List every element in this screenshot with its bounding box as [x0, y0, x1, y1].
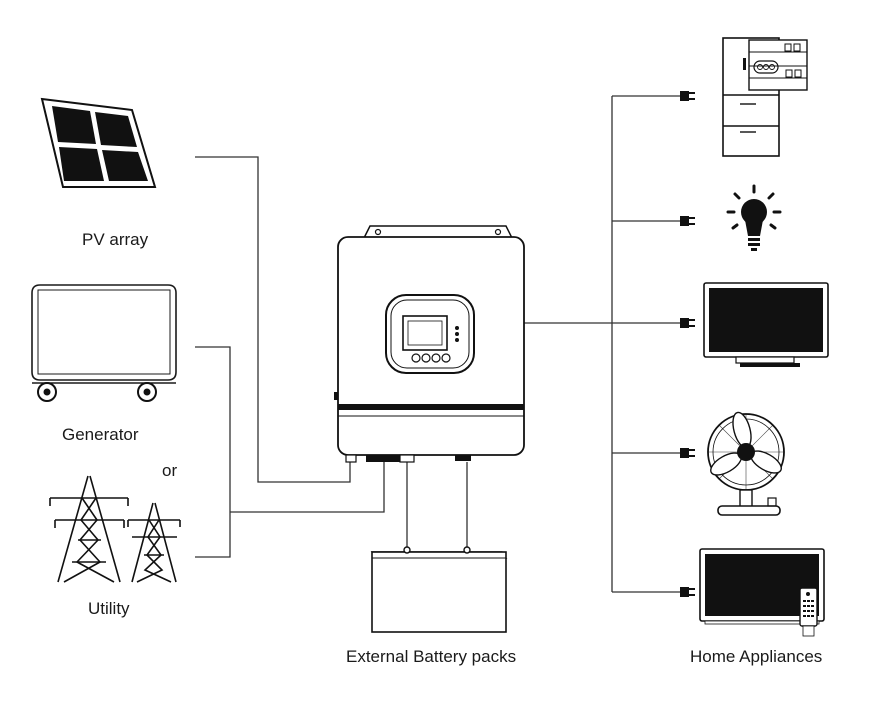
remote-control-icon — [799, 587, 818, 637]
pv-wire — [195, 156, 351, 483]
solar-panel-icon — [40, 97, 157, 188]
refrigerator-icon — [722, 37, 808, 157]
light-bulb-icon — [726, 184, 782, 251]
ac-input-wire — [230, 462, 385, 513]
plug-icon — [680, 318, 695, 328]
inverter-icon — [334, 225, 525, 463]
generator-icon — [31, 284, 177, 402]
generator-wire — [195, 346, 231, 558]
generator-label: Generator — [62, 425, 139, 444]
fan-icon — [707, 411, 785, 516]
transmission-tower-icon — [49, 475, 181, 583]
plug-icon — [680, 216, 695, 226]
monitor-icon — [703, 282, 829, 367]
or-label: or — [162, 461, 177, 480]
plug-icon — [680, 587, 695, 597]
home-appliances-label: Home Appliances — [690, 647, 822, 666]
tv-icon — [699, 548, 825, 625]
pv-array-label: PV array — [82, 230, 149, 249]
plug-icon — [680, 448, 695, 458]
utility-label: Utility — [88, 599, 130, 618]
battery-icon — [370, 546, 508, 633]
plug-icon — [680, 91, 695, 101]
battery-label: External Battery packs — [346, 647, 516, 666]
wiring — [195, 95, 680, 593]
